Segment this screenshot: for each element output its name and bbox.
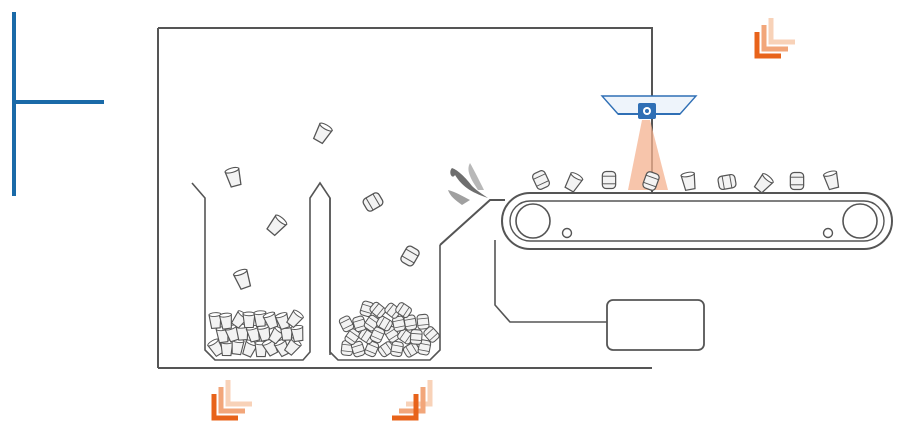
can-pile-right xyxy=(338,300,440,358)
pile-can xyxy=(338,315,355,333)
pile-can xyxy=(409,329,423,345)
pile-can xyxy=(402,341,420,358)
pile-can xyxy=(352,315,367,333)
pile-cup xyxy=(274,312,291,331)
falling-item xyxy=(362,192,384,212)
belt-item xyxy=(531,170,551,190)
belt-item xyxy=(564,172,584,193)
falling-item xyxy=(312,122,334,145)
belt-item xyxy=(753,172,774,194)
belt-item xyxy=(680,171,696,192)
pile-cup xyxy=(253,310,267,328)
chevron-stack-icon xyxy=(754,18,795,59)
air-jet-icon xyxy=(448,163,488,205)
camera-beam xyxy=(628,120,668,190)
falling-item xyxy=(266,214,288,237)
falling-cups xyxy=(224,122,420,291)
pile-can xyxy=(350,340,366,358)
pile-can xyxy=(391,315,406,332)
chevron-stack-icon xyxy=(392,380,433,421)
chevron-stacks xyxy=(211,18,795,421)
pile-cup xyxy=(256,324,271,342)
cup-pile-left xyxy=(207,309,304,358)
pile-cup xyxy=(218,312,232,330)
falling-item xyxy=(232,268,252,291)
belt-item xyxy=(717,173,737,191)
belt-item xyxy=(789,171,805,191)
control-box-wiring xyxy=(494,240,607,323)
pile-cup xyxy=(242,339,259,358)
machine-enclosure xyxy=(157,27,653,369)
belt-item xyxy=(642,171,660,191)
pile-cup xyxy=(286,309,304,329)
control-box xyxy=(606,299,705,351)
pile-can xyxy=(376,315,393,332)
belt-item xyxy=(601,170,617,190)
pile-can xyxy=(390,340,404,358)
falling-item xyxy=(400,245,420,267)
camera-icon xyxy=(600,95,698,119)
pile-cup xyxy=(262,311,279,330)
pile-can xyxy=(395,302,412,319)
sorting-bin-left xyxy=(191,181,331,361)
conveyor-belt xyxy=(501,192,893,250)
brand-corner-mark xyxy=(12,12,104,196)
pile-can xyxy=(359,300,374,318)
pile-can xyxy=(369,301,387,319)
pile-cup xyxy=(208,312,222,329)
belt-item xyxy=(822,170,840,191)
pile-cup xyxy=(290,324,304,343)
pile-can xyxy=(423,326,440,343)
pile-can xyxy=(364,340,380,358)
falling-item xyxy=(224,166,242,188)
pile-cup xyxy=(242,311,256,329)
sorting-bin-right xyxy=(329,198,441,361)
pile-can xyxy=(416,313,430,330)
belt-items xyxy=(531,170,840,194)
chevron-stack-icon xyxy=(211,380,252,421)
pile-can xyxy=(369,326,385,344)
